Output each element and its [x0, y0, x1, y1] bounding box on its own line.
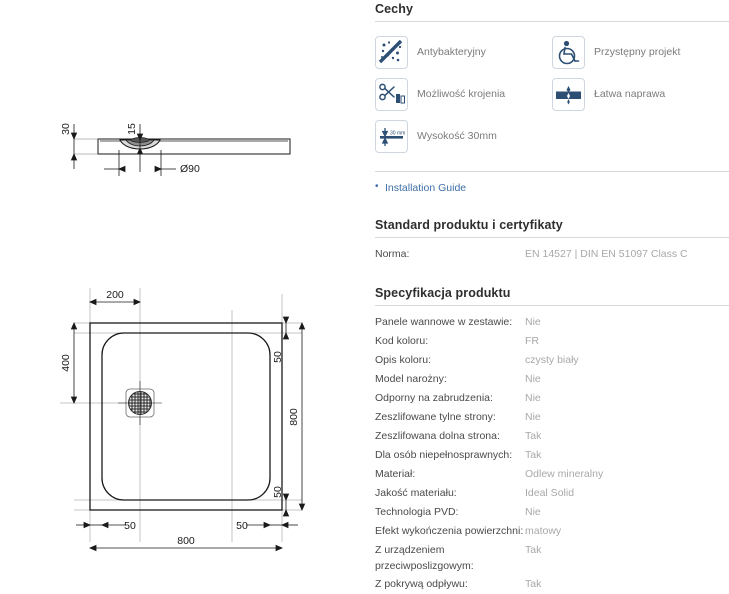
wheelchair-accessible-icon: [552, 35, 585, 69]
row-key: Efekt wykończenia powierzchni:: [375, 524, 524, 537]
product-info-panel: Cechy: [375, 0, 729, 590]
row-key: Norma:: [375, 247, 410, 260]
row-key: Zeszlifowana dolna strona:: [375, 429, 500, 442]
specification-title: Specyfikacja produktu: [375, 285, 511, 300]
standards-rows: Norma: EN 14527 | DIN EN 51097 Class C: [375, 245, 729, 264]
dim-label-inset-bottom: 50: [272, 486, 284, 498]
table-row: Jakość materiału: Ideal Solid: [375, 484, 729, 503]
dim-label-drain-offset-y: 400: [60, 354, 72, 372]
row-value: Nie: [525, 391, 541, 404]
feature-accessible-design: Przystępny projekt: [552, 31, 729, 73]
row-key: Kod koloru:: [375, 334, 429, 347]
row-value: Nie: [525, 372, 541, 385]
dim-label-inset-right: 50: [236, 520, 248, 532]
features-divider: [375, 21, 729, 22]
feature-label: Wysokość 30mm: [417, 129, 497, 142]
cuttable-scissors-icon: [375, 77, 408, 111]
row-value: Odlew mineralny: [525, 467, 604, 480]
installation-guide-link[interactable]: Installation Guide: [375, 180, 729, 196]
row-value: Tak: [525, 578, 542, 591]
row-key: Jakość materiału:: [375, 486, 457, 499]
dim-label-overall-width: 800: [177, 535, 195, 547]
specification-divider: [375, 304, 729, 306]
row-key: Odporny na zabrudzenia:: [375, 391, 493, 404]
features-title: Cechy: [375, 2, 414, 16]
feature-height-30mm: 30 mm Wysokość 30mm: [375, 115, 552, 157]
table-row: Panele wannowe w zestawie: Nie: [375, 313, 729, 332]
row-key: Dla osób niepełnosprawnych:: [375, 448, 513, 461]
dim-label-inset-top: 50: [272, 351, 284, 363]
row-value: czysty biały: [525, 353, 579, 366]
standards-section: Standard produktu i certyfikaty Norma: E…: [375, 218, 729, 264]
row-key: Opis koloru:: [375, 353, 432, 366]
table-row: Z urządzeniem przeciwposlizgowym: Tak: [375, 541, 729, 576]
tray-inner-surface: [101, 332, 271, 501]
feature-label: Możliwość krojenia: [417, 87, 506, 100]
table-row: Dla osób niepełnosprawnych: Tak: [375, 446, 729, 465]
feature-label: Antybakteryjny: [417, 45, 486, 58]
technical-drawings-panel: 30 15 Ø90: [0, 0, 375, 569]
row-key: Panele wannowe w zestawie:: [375, 315, 513, 328]
antibacterial-icon: [375, 35, 408, 69]
features-grid: Antybakteryjny P: [375, 31, 729, 157]
standards-divider: [375, 236, 729, 238]
row-value: Tak: [525, 429, 542, 442]
tray-outline-plan: [89, 322, 283, 511]
row-value: Nie: [525, 505, 541, 518]
row-key: Z pokrywą odpływu:: [375, 578, 468, 591]
table-row: Efekt wykończenia powierzchni: matowy: [375, 522, 729, 541]
table-row: Zeszlifowana dolna strona: Tak: [375, 427, 729, 446]
feature-easy-repair: Łatwa naprawa: [552, 73, 729, 115]
row-value: Nie: [525, 315, 541, 328]
row-value: matowy: [525, 524, 562, 537]
table-row: Technologia PVD: Nie: [375, 503, 729, 522]
dim-label-drain-diameter: Ø90: [180, 163, 200, 175]
row-key: Model narożny:: [375, 372, 447, 385]
installation-guide-section: Installation Guide: [375, 171, 729, 196]
feature-label: Łatwa naprawa: [594, 87, 666, 100]
row-key: Z urządzeniem przeciwposlizgowym:: [375, 543, 474, 572]
row-key: Technologia PVD:: [375, 505, 459, 518]
dim-label-overall-depth: 800: [288, 408, 300, 426]
features-section: Cechy: [375, 0, 729, 157]
row-key: Zeszlifowane tylne strony:: [375, 410, 496, 423]
height-30mm-icon: 30 mm: [375, 119, 408, 153]
drain-grate-plan: [118, 381, 162, 425]
standards-title: Standard produktu i certyfikaty: [375, 217, 563, 232]
guide-link-list: Installation Guide: [375, 180, 729, 196]
product-detail-page: 30 15 Ø90: [0, 0, 729, 569]
feature-cuttable: Możliwość krojenia: [375, 73, 552, 115]
row-value: EN 14527 | DIN EN 51097 Class C: [525, 247, 688, 260]
feature-label: Przystępny projekt: [594, 45, 681, 58]
table-row: Zeszlifowane tylne strony: Nie: [375, 408, 729, 427]
shower-tray-plan-drawing: 200 400 800 50: [60, 288, 306, 552]
table-row: Materiał: Odlew mineralny: [375, 465, 729, 484]
feature-antibacterial: Antybakteryjny: [375, 31, 552, 73]
dim-label-drain-offset-x: 200: [106, 289, 124, 301]
guide-divider: [375, 171, 729, 172]
specification-rows: Panele wannowe w zestawie: Nie Kod kolor…: [375, 313, 729, 594]
table-row: Norma: EN 14527 | DIN EN 51097 Class C: [375, 245, 729, 264]
table-row: Odporny na zabrudzenia: Nie: [375, 389, 729, 408]
row-value: Tak: [525, 543, 542, 556]
svg-text:30 mm: 30 mm: [390, 130, 405, 136]
easy-repair-icon: [552, 77, 585, 111]
row-value: Ideal Solid: [525, 486, 575, 499]
table-row: Kod koloru: FR: [375, 332, 729, 351]
dim-label-inset-left: 50: [124, 520, 136, 532]
row-value: Nie: [525, 410, 541, 423]
table-row: Z pokrywą odpływu: Tak: [375, 575, 729, 594]
dim-label-drain-depth: 15: [126, 123, 138, 135]
specification-section: Specyfikacja produktu Panele wannowe w z…: [375, 286, 729, 594]
row-value: FR: [525, 334, 539, 347]
table-row: Model narożny: Nie: [375, 370, 729, 389]
dim-label-tray-height: 30: [60, 123, 72, 135]
row-value: Tak: [525, 448, 542, 461]
table-row: Opis koloru: czysty biały: [375, 351, 729, 370]
row-key: Materiał:: [375, 467, 416, 480]
shower-tray-cross-section-drawing: 30 15 Ø90: [60, 123, 291, 176]
